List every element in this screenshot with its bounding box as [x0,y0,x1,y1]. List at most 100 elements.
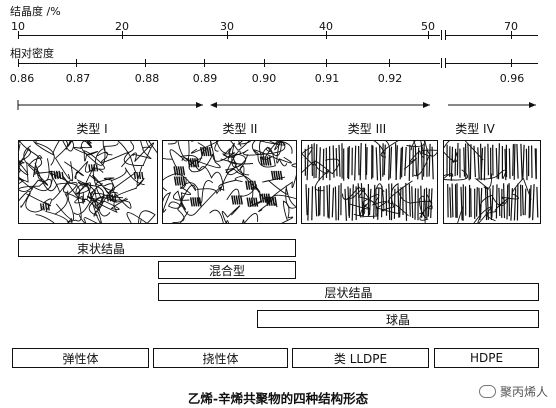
morphology-stroke [251,141,286,161]
morphology-stroke [513,188,517,221]
morphology-stroke [449,187,452,218]
crystallinity-axis-tick-mark [511,31,512,39]
morphology-stroke [83,142,119,170]
crystallinity-axis-tick-mark [326,31,327,39]
range-bar-mixed-label: 混合型 [208,263,245,278]
morphology-stroke [360,183,364,217]
morphology-stroke [242,213,259,223]
morphology-stroke [19,158,52,192]
density-axis-tick-mark [145,59,146,67]
morphology-stroke [389,146,393,179]
morphology-stroke [141,171,144,180]
type-label-4: 类型 IV [455,122,495,136]
morphology-stroke [379,145,382,181]
morphology-stroke [375,147,379,181]
morphology-stroke [411,186,414,219]
morphology-stroke [512,144,514,176]
morphology-stroke [249,180,253,190]
morphology-stroke [331,187,335,218]
type-label-3: 类型 III [347,122,387,136]
morphology-stroke [104,167,145,199]
crystallinity-tick: 30 [220,20,234,33]
morphology-stroke [61,171,64,180]
morphology-stroke [306,144,309,181]
crystallinity-axis-line [18,35,440,36]
morphology-stroke [414,145,418,177]
morphology-stroke [337,185,340,221]
density-axis-line-right [446,63,538,64]
morphology-stroke [483,146,486,181]
morphology-stroke [264,156,268,166]
morphology-stroke [74,191,119,212]
morphology-stroke [460,186,463,221]
morphology-stroke [179,210,189,223]
morphology-stroke [420,185,423,218]
morphology-stroke [272,196,276,206]
morphology-stroke [352,187,379,218]
morphology-stroke [19,143,31,166]
morphology-stroke [267,163,296,205]
morphology-stroke [66,141,93,149]
morphology-stroke [64,160,95,180]
morphology-stroke [484,185,488,221]
morphology-stroke [189,197,193,207]
category-lldpe-like: 类 LLDPE [292,348,429,368]
morphology-stroke [209,209,224,223]
morphology-stroke [177,141,221,169]
crystallinity-tick: 50 [421,20,435,33]
morphology-stroke [315,144,318,179]
morphology-stroke [529,185,532,218]
morphology-stroke [179,166,183,176]
density-axis-tick-mark [264,59,265,67]
crystallinity-axis-tick-mark [18,31,19,39]
morphology-stroke [450,146,454,181]
morphology-stroke [245,180,249,190]
morphology-stroke [344,188,347,221]
morphology-stroke [173,166,177,176]
morphology-stroke [388,183,391,221]
morphology-stroke [253,197,257,207]
morphology-image-type-1 [18,140,158,224]
morphology-stroke [233,195,237,205]
morphology-stroke [19,190,44,213]
morphology-stroke [516,143,519,179]
morphology-stroke [188,151,254,173]
morphology-stroke [486,187,489,220]
morphology-stroke [182,166,186,176]
watermark: 聚丙烯人 [478,383,548,400]
morphology-stroke [196,158,200,168]
morphology-stroke [136,171,139,180]
range-bar-lamellar-label: 层状结晶 [324,285,373,300]
morphology-stroke [267,196,271,206]
morphology-stroke [408,183,411,217]
morphology-stroke [451,183,454,218]
morphology-stroke [111,194,114,202]
category-elastomer: 弹性体 [12,348,149,368]
density-tick: 0.96 [499,72,525,85]
density-axis-tick-mark [76,59,77,67]
crystallinity-axis-tick-mark [428,31,429,39]
morphology-stroke [19,169,33,190]
range-bar-lamellar: 层状结晶 [158,283,539,301]
type-range-arrows [17,100,536,110]
morphology-stroke [401,146,404,178]
morphology-stroke [35,141,55,166]
density-axis-tick-mark [326,59,327,67]
morphology-stroke [33,141,68,156]
morphology-stroke [93,164,96,172]
morphology-stroke [489,188,492,221]
morphology-stroke [478,187,481,220]
morphology-stroke [362,188,366,217]
morphology-stroke [54,141,75,180]
morphology-stroke [314,186,318,217]
morphology-stroke [273,170,277,181]
morphology-stroke [277,170,281,181]
morphology-stroke [430,188,433,219]
type-label-1: 类型 I [76,122,108,136]
morphology-stroke [423,143,425,177]
morphology-stroke [255,197,259,207]
morphology-stroke [272,194,296,208]
morphology-stroke [50,170,54,179]
morphology-stroke [126,210,156,223]
morphology-stroke [259,156,263,166]
